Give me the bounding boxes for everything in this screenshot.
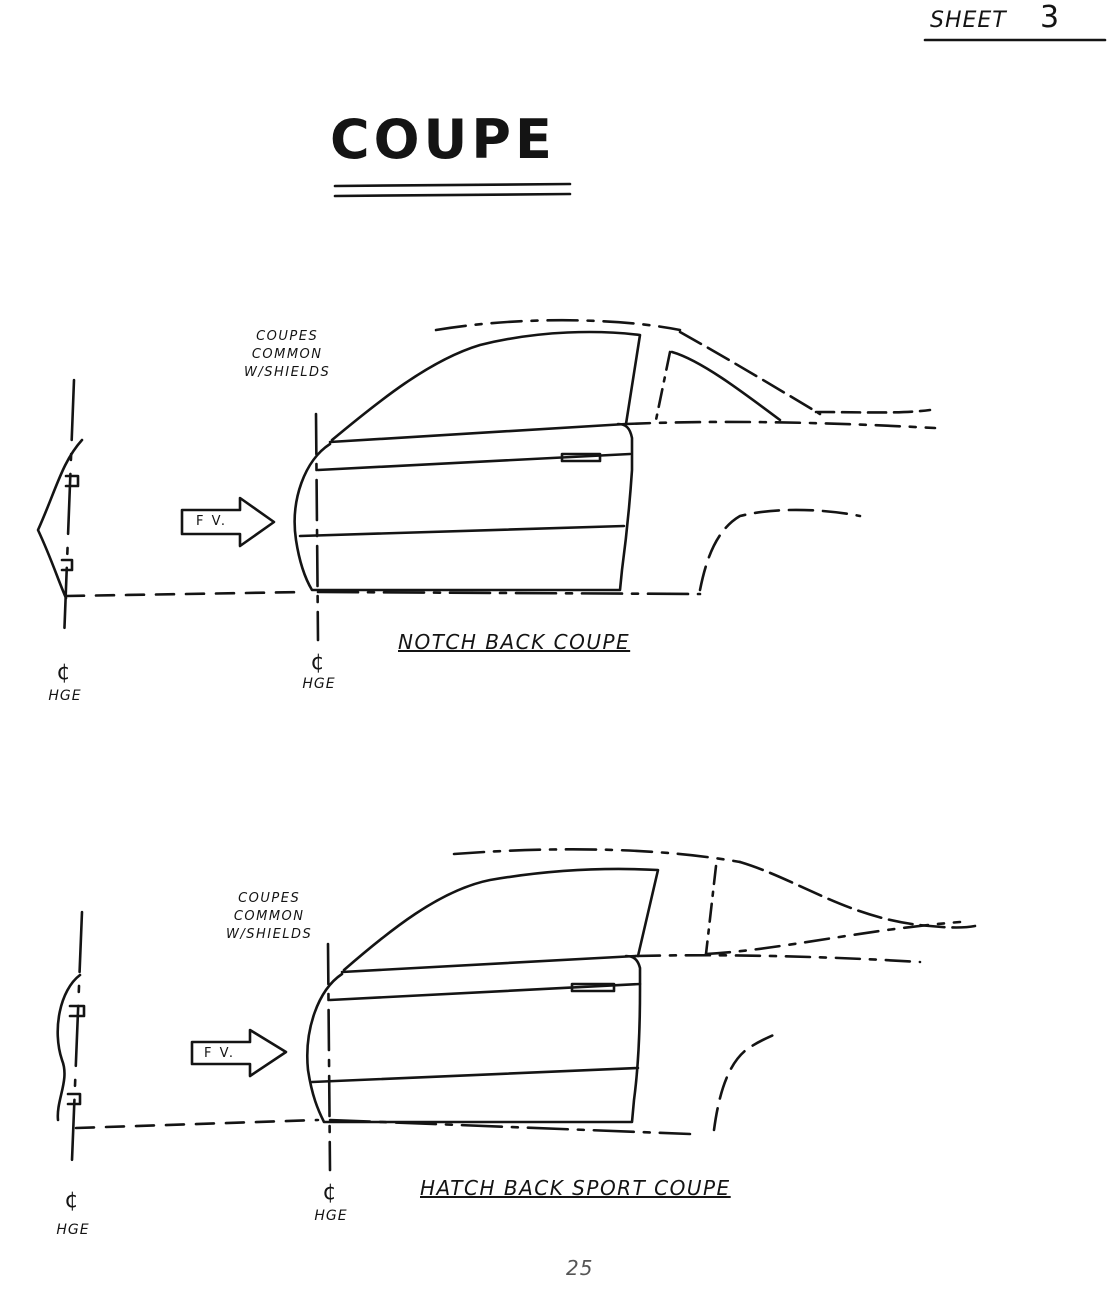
page-title: COUPE: [330, 108, 556, 171]
roof-line-1: [434, 318, 682, 332]
belt-line-2: [328, 982, 642, 1002]
note-line: W/SHIELDS: [244, 365, 331, 380]
roof-line-2: [452, 848, 742, 864]
title-underline-2: [333, 192, 572, 198]
belt-line-1: [316, 452, 632, 472]
hinge-bracket-1a: [64, 474, 80, 488]
centerline-label-left-1: HGE: [48, 688, 82, 704]
hatch-lower-2: [704, 920, 962, 956]
window-frame-1: [330, 330, 642, 442]
centerline-symbol-left-1: ¢: [56, 660, 72, 685]
door-crease-2: [310, 1066, 640, 1084]
fv-arrow-label-1: F V.: [196, 514, 227, 529]
ground-line-1: [64, 590, 307, 598]
quarter-line-1: [624, 420, 937, 430]
hinge-bracket-1b: [60, 558, 74, 572]
deck-line-1: [814, 408, 932, 414]
note-line: COUPES: [238, 891, 301, 906]
centerline-label-door-2: HGE: [314, 1208, 348, 1224]
note-line: COMMON: [233, 909, 305, 924]
quarter-line-2: [634, 953, 922, 964]
centerline-label-door-1: HGE: [302, 676, 336, 692]
hinge-bracket-2b: [66, 1092, 82, 1106]
diagram-caption-2: HATCH BACK SPORT COUPE: [420, 1176, 731, 1200]
centerline-symbol-door-1: ¢: [310, 650, 326, 675]
beltline-front-1: [328, 422, 628, 444]
rocker-line-1: [316, 590, 702, 596]
centerline-label-left-2: HGE: [56, 1222, 90, 1238]
door-handle-2: [570, 982, 616, 993]
hinge-centerline-left-1: [62, 378, 76, 642]
page-number: 25: [566, 1256, 594, 1280]
beltline-front-2: [340, 954, 638, 974]
hinge-centerline-left-2: [70, 910, 84, 1162]
door-hinge-centerline-2: [326, 942, 332, 1172]
door-outline-2: [306, 954, 642, 1124]
door-handle-1: [560, 452, 602, 463]
door-crease-1: [298, 524, 626, 538]
rocker-line-2: [328, 1118, 692, 1136]
b-pillar-2: [704, 864, 718, 956]
common-shields-note-2: COUPES COMMON W/SHIELDS: [226, 890, 312, 944]
note-line: W/SHIELDS: [226, 927, 313, 942]
hatch-back-coupe-drawing: [56, 848, 977, 1172]
rear-wheel-arch-1: [698, 508, 862, 592]
common-shields-note-1: COUPES COMMON W/SHIELDS: [244, 328, 330, 382]
ground-line-2: [74, 1118, 320, 1130]
notch-back-coupe-drawing: [36, 318, 937, 642]
title-underline-1: [333, 182, 572, 188]
rear-wheel-arch-2: [712, 1030, 782, 1132]
diagram-caption-1: NOTCH BACK COUPE: [398, 630, 631, 654]
sheet-label: SHEET: [930, 8, 1007, 33]
hinge-profile-2: [56, 973, 82, 1122]
sheet-number: 3: [1040, 0, 1061, 35]
door-outline-1: [293, 422, 634, 592]
rear-glass-outer-1: [678, 330, 822, 416]
hatch-glass-2: [738, 860, 977, 929]
fv-arrow-label-2: F V.: [204, 1046, 235, 1061]
centerline-symbol-left-2: ¢: [64, 1188, 80, 1213]
door-hinge-centerline-1: [314, 412, 320, 642]
rear-glass-inner-1: [670, 350, 782, 422]
hinge-bracket-2a: [68, 1004, 86, 1018]
note-line: COMMON: [251, 347, 323, 362]
centerline-symbol-door-2: ¢: [322, 1180, 338, 1205]
c-pillar-1: [654, 350, 672, 422]
fv-arrow-1: [180, 496, 276, 548]
note-line: COUPES: [256, 329, 319, 344]
fv-arrow-2: [190, 1028, 288, 1078]
hinge-profile-1: [36, 438, 84, 600]
window-frame-2: [342, 867, 660, 972]
